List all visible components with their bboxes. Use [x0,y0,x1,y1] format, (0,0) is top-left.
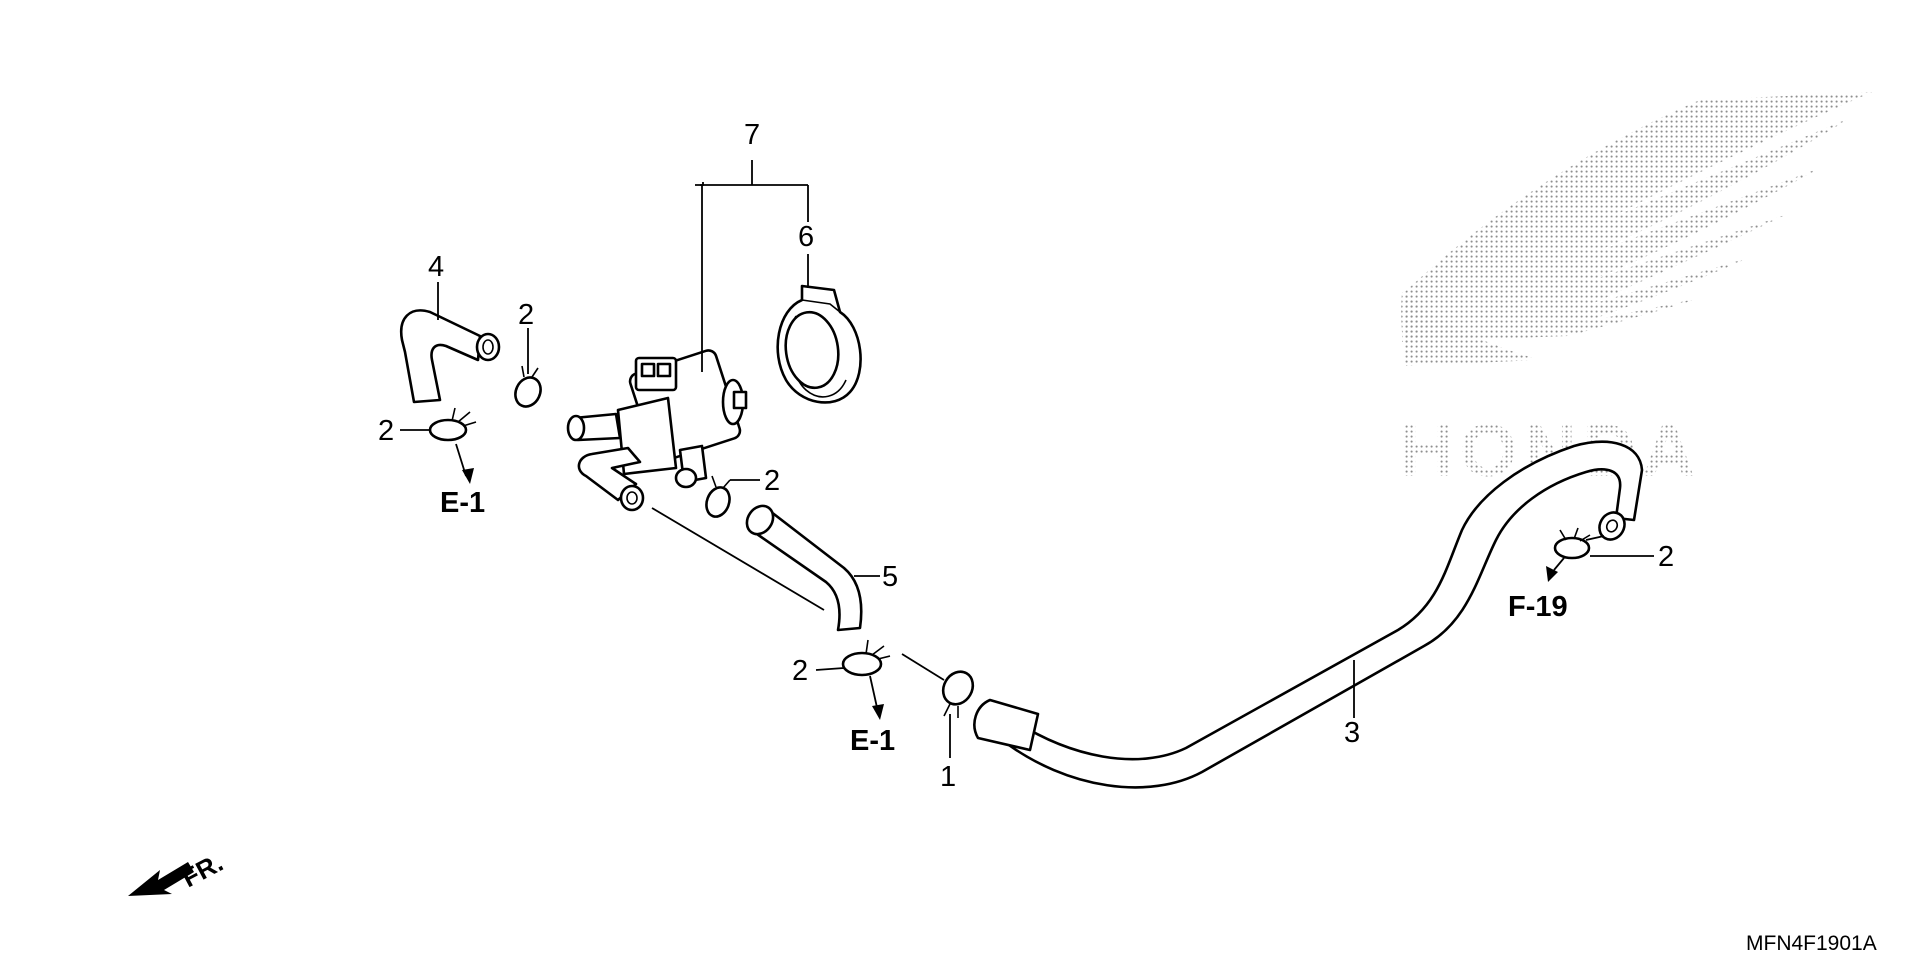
honda-wing-watermark: HONDA [1400,92,1872,492]
front-direction-arrow: FR. [128,847,228,896]
ref-f19[interactable]: F-19 [1508,591,1568,623]
callout-2-middle: 2 [764,465,780,497]
wing-icon [1402,92,1872,342]
diagram-code: MFN4F1901A [1746,932,1877,955]
callout-2-left: 2 [378,415,394,447]
clamp-2-upper-left [514,365,542,408]
callout-2-lower: 2 [792,655,808,687]
callout-2-upper-left: 2 [518,299,534,331]
callout-5: 5 [882,561,898,593]
wing-tail-icon [1401,292,1540,366]
clamp-2-left [428,407,477,442]
part-7-control-valve [566,349,748,512]
callout-6: 6 [798,221,814,253]
part-4-elbow-hose [399,309,501,404]
ref-e1-bottom[interactable]: E-1 [850,725,895,757]
ref-e1-left[interactable]: E-1 [440,487,485,519]
callout-4: 4 [428,251,444,283]
part-6-bracket [776,284,862,404]
clamp-2-right [1553,527,1591,560]
fr-label: FR. [177,847,228,893]
part-3-long-hose [973,440,1644,789]
clamp-2-middle [705,475,731,518]
clamp-2-lower [841,639,891,677]
clamp-1 [941,670,975,718]
arrow-left-icon [128,862,194,896]
leader-lines [400,160,1654,758]
part-5-hose [745,504,863,632]
section-references: E-1 E-1 F-19 [440,487,1568,757]
callout-7: 7 [744,119,760,151]
callout-1: 1 [940,761,956,793]
callout-2-right: 2 [1658,541,1674,573]
callout-3: 3 [1344,717,1360,749]
callout-labels: 7 6 4 2 2 2 2 2 5 3 1 [378,119,1674,793]
